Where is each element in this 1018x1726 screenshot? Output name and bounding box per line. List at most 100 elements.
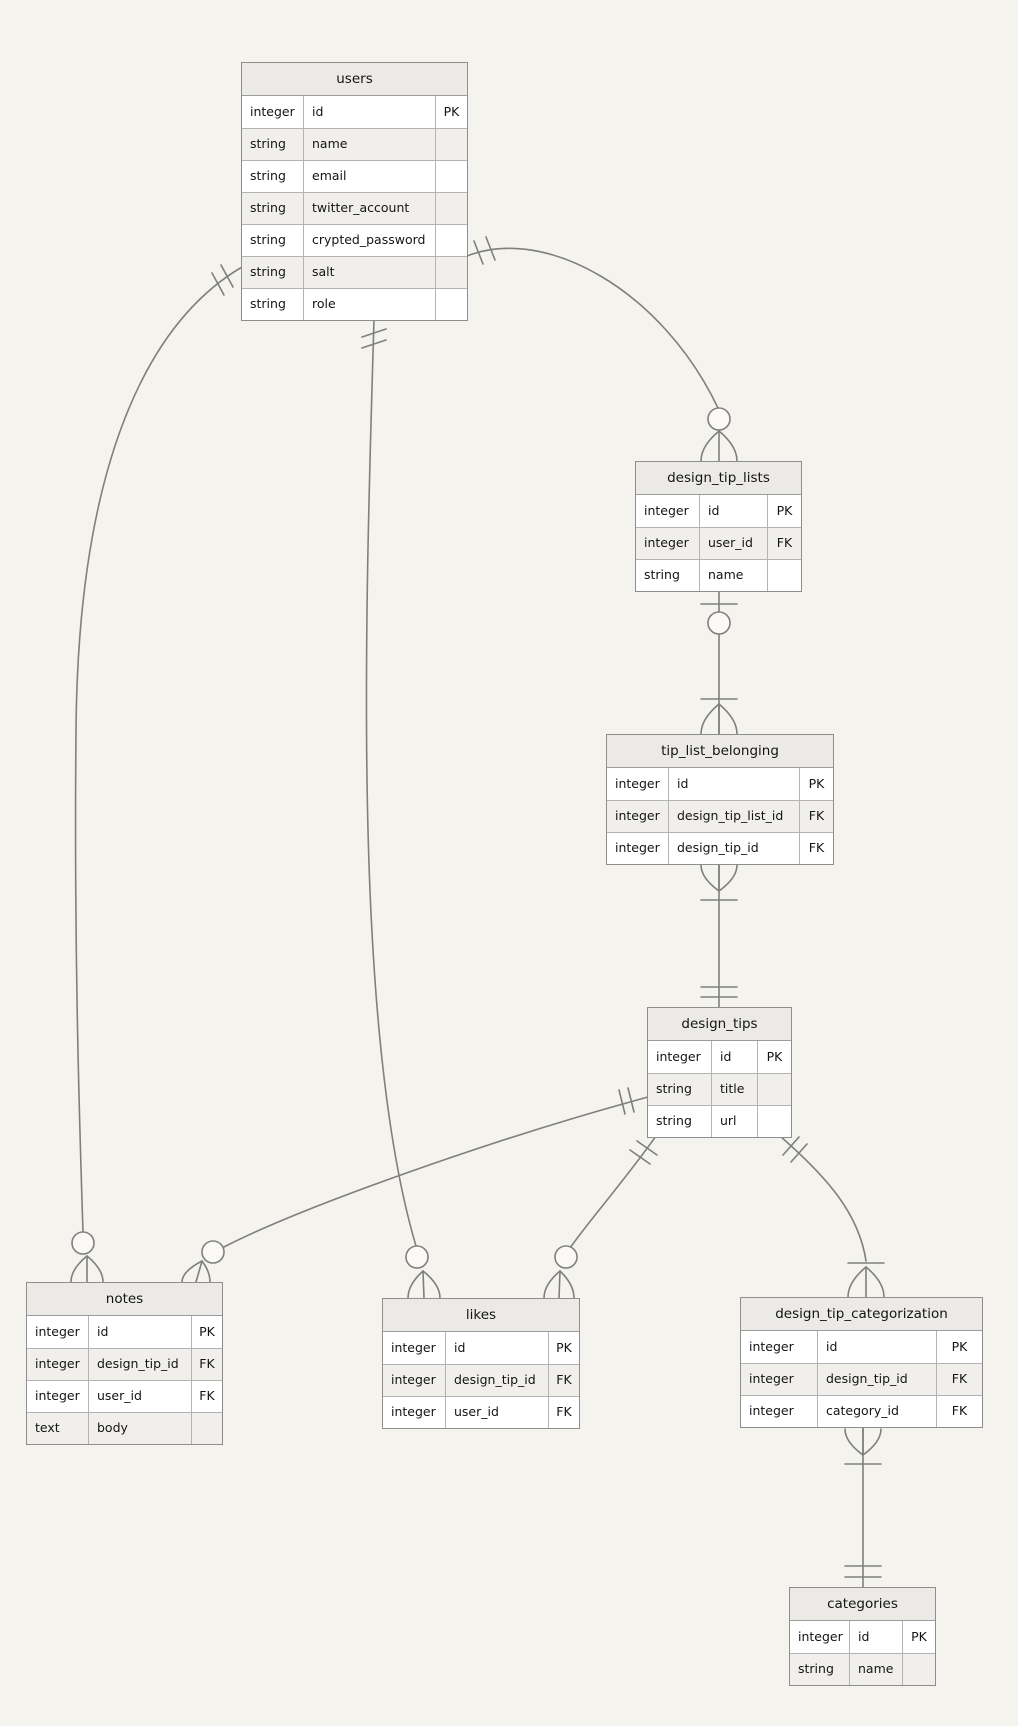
column-key-cell: FK bbox=[951, 1403, 968, 1418]
column-name-cell: design_tip_list_id bbox=[669, 801, 800, 832]
relationship-users_likes bbox=[361, 319, 441, 1299]
crow-foot-prong bbox=[700, 864, 720, 892]
column-name-cell: id bbox=[818, 1331, 937, 1363]
table-title: design_tip_lists bbox=[636, 462, 801, 495]
table-title: categories bbox=[790, 1588, 935, 1621]
crow-foot-prong bbox=[70, 1255, 88, 1283]
relationship-line bbox=[466, 247, 719, 409]
cardinality-zero-circle bbox=[405, 1245, 429, 1269]
crow-foot-prong bbox=[718, 430, 738, 462]
crow-foot-prong bbox=[559, 1270, 575, 1299]
column-key-cell: FK bbox=[951, 1371, 968, 1386]
cardinality-zero-circle bbox=[707, 407, 731, 431]
column-name-cell: crypted_password bbox=[304, 225, 436, 256]
cardinality-zero-circle bbox=[707, 611, 731, 635]
column-name-cell: body bbox=[89, 1413, 192, 1444]
cardinality-zero-circle bbox=[71, 1231, 95, 1255]
column-type-cell: string bbox=[242, 161, 304, 192]
cardinality-zero-circle bbox=[201, 1240, 225, 1264]
crow-foot-prong bbox=[422, 1270, 425, 1299]
column-key-cell: PK bbox=[443, 104, 460, 119]
crow-foot-prong bbox=[543, 1270, 561, 1299]
column-name-cell: id bbox=[850, 1621, 903, 1653]
relationship-users_design_tip_lists bbox=[466, 236, 738, 462]
cardinality-bar bbox=[361, 339, 387, 349]
column-key-cell bbox=[768, 560, 801, 591]
column-type-cell: string bbox=[242, 257, 304, 288]
column-type-cell: integer bbox=[790, 1621, 850, 1653]
column-name-cell: name bbox=[700, 560, 768, 591]
column-key-cell: PK bbox=[808, 776, 825, 791]
crow-foot-prong bbox=[558, 1270, 561, 1299]
crow-foot-prong bbox=[422, 1270, 441, 1299]
column-type-cell: integer bbox=[648, 1041, 712, 1073]
column-type-cell: integer bbox=[741, 1331, 818, 1363]
column-name-cell: id bbox=[669, 768, 800, 800]
column-type-cell: integer bbox=[27, 1349, 89, 1380]
cardinality-bar bbox=[211, 272, 225, 296]
crow-foot-prong bbox=[195, 1260, 203, 1283]
column-key-cell bbox=[436, 129, 467, 160]
column-name-cell: category_id bbox=[818, 1396, 937, 1427]
column-name-cell: id bbox=[89, 1316, 192, 1348]
relationship-tip_list_belonging_design_tips bbox=[700, 863, 738, 1009]
column-type-cell: integer bbox=[607, 768, 669, 800]
column-key-cell: PK bbox=[556, 1340, 572, 1355]
cardinality-bar bbox=[361, 328, 387, 338]
relationship-design_tips_likes bbox=[543, 1135, 658, 1299]
column-type-cell: integer bbox=[242, 96, 304, 128]
column-name-cell: design_tip_id bbox=[89, 1349, 192, 1380]
cardinality-bar bbox=[627, 1087, 635, 1113]
relationship-line bbox=[365, 319, 417, 1247]
column-type-cell: string bbox=[242, 193, 304, 224]
cardinality-bar bbox=[790, 1143, 808, 1163]
crow-foot-prong bbox=[865, 1266, 885, 1298]
column-key-cell: PK bbox=[776, 503, 793, 518]
column-type-cell: integer bbox=[27, 1316, 89, 1348]
column-key-cell: FK bbox=[776, 535, 793, 550]
cardinality-bar bbox=[618, 1089, 626, 1115]
crow-foot-prong bbox=[718, 864, 738, 892]
crow-foot-prong bbox=[718, 703, 738, 735]
table-title: likes bbox=[383, 1299, 579, 1332]
relationship-line bbox=[779, 1135, 867, 1262]
crow-foot-prong bbox=[86, 1255, 104, 1283]
cardinality-bar bbox=[473, 240, 484, 265]
column-type-cell: string bbox=[242, 129, 304, 160]
column-name-cell: name bbox=[850, 1654, 903, 1685]
column-name-cell: url bbox=[712, 1106, 758, 1137]
cardinality-bar bbox=[220, 264, 234, 288]
column-name-cell: name bbox=[304, 129, 436, 160]
column-name-cell: id bbox=[446, 1332, 549, 1364]
column-key-cell: PK bbox=[911, 1629, 927, 1644]
crow-foot-prong bbox=[847, 1266, 867, 1298]
column-name-cell: design_tip_id bbox=[669, 833, 800, 864]
relationship-line bbox=[569, 1135, 657, 1249]
relationship-design_tips_notes bbox=[181, 1087, 649, 1283]
column-key-cell: FK bbox=[808, 808, 825, 823]
table-title: tip_list_belonging bbox=[607, 735, 833, 768]
relationship-line bbox=[74, 266, 243, 1233]
relationship-design_tip_lists_tip_list_belonging bbox=[700, 590, 738, 736]
cardinality-bar bbox=[485, 236, 496, 261]
column-name-cell: user_id bbox=[446, 1397, 549, 1428]
relationship-users_notes bbox=[70, 264, 243, 1283]
